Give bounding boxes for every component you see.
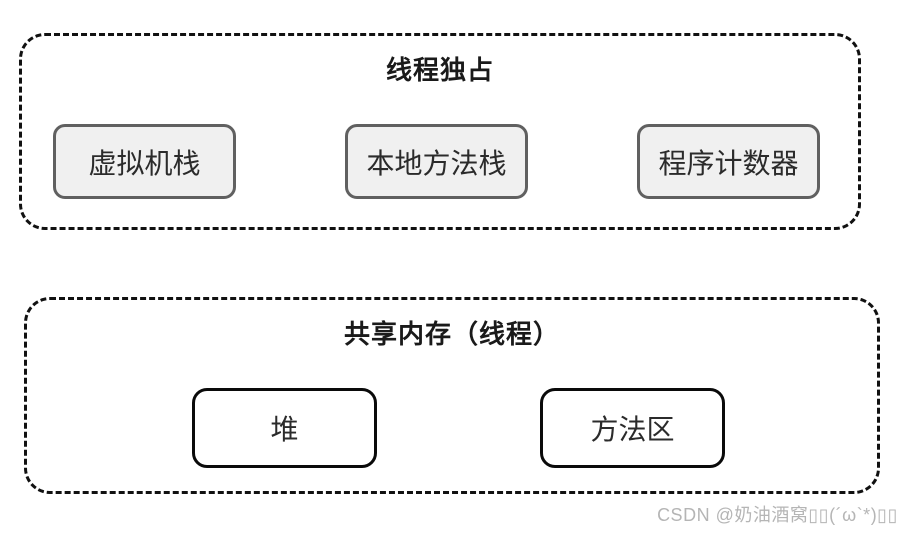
node-heap-label: 堆 xyxy=(270,414,299,445)
shared-memory-group: 共享内存（线程） 堆 方法区 xyxy=(24,297,880,494)
thread-exclusive-group-title: 线程独占 xyxy=(385,55,494,85)
node-vm-stack: 虚拟机栈 xyxy=(53,124,236,199)
node-native-method-stack: 本地方法栈 xyxy=(345,124,528,199)
node-heap: 堆 xyxy=(192,388,377,468)
node-program-counter-label: 程序计数器 xyxy=(658,147,799,179)
node-method-area: 方法区 xyxy=(540,388,725,468)
thread-exclusive-group: 线程独占 虚拟机栈 本地方法栈 程序计数器 xyxy=(19,33,861,230)
node-native-method-stack-label: 本地方法栈 xyxy=(366,147,507,179)
node-program-counter: 程序计数器 xyxy=(637,124,820,199)
csdn-watermark: CSDN @奶油酒窝▯▯(´ω`*)▯▯ xyxy=(657,505,898,525)
node-method-area-label: 方法区 xyxy=(590,414,675,445)
node-vm-stack-label: 虚拟机栈 xyxy=(88,147,201,179)
shared-memory-group-title: 共享内存（线程） xyxy=(343,319,560,349)
